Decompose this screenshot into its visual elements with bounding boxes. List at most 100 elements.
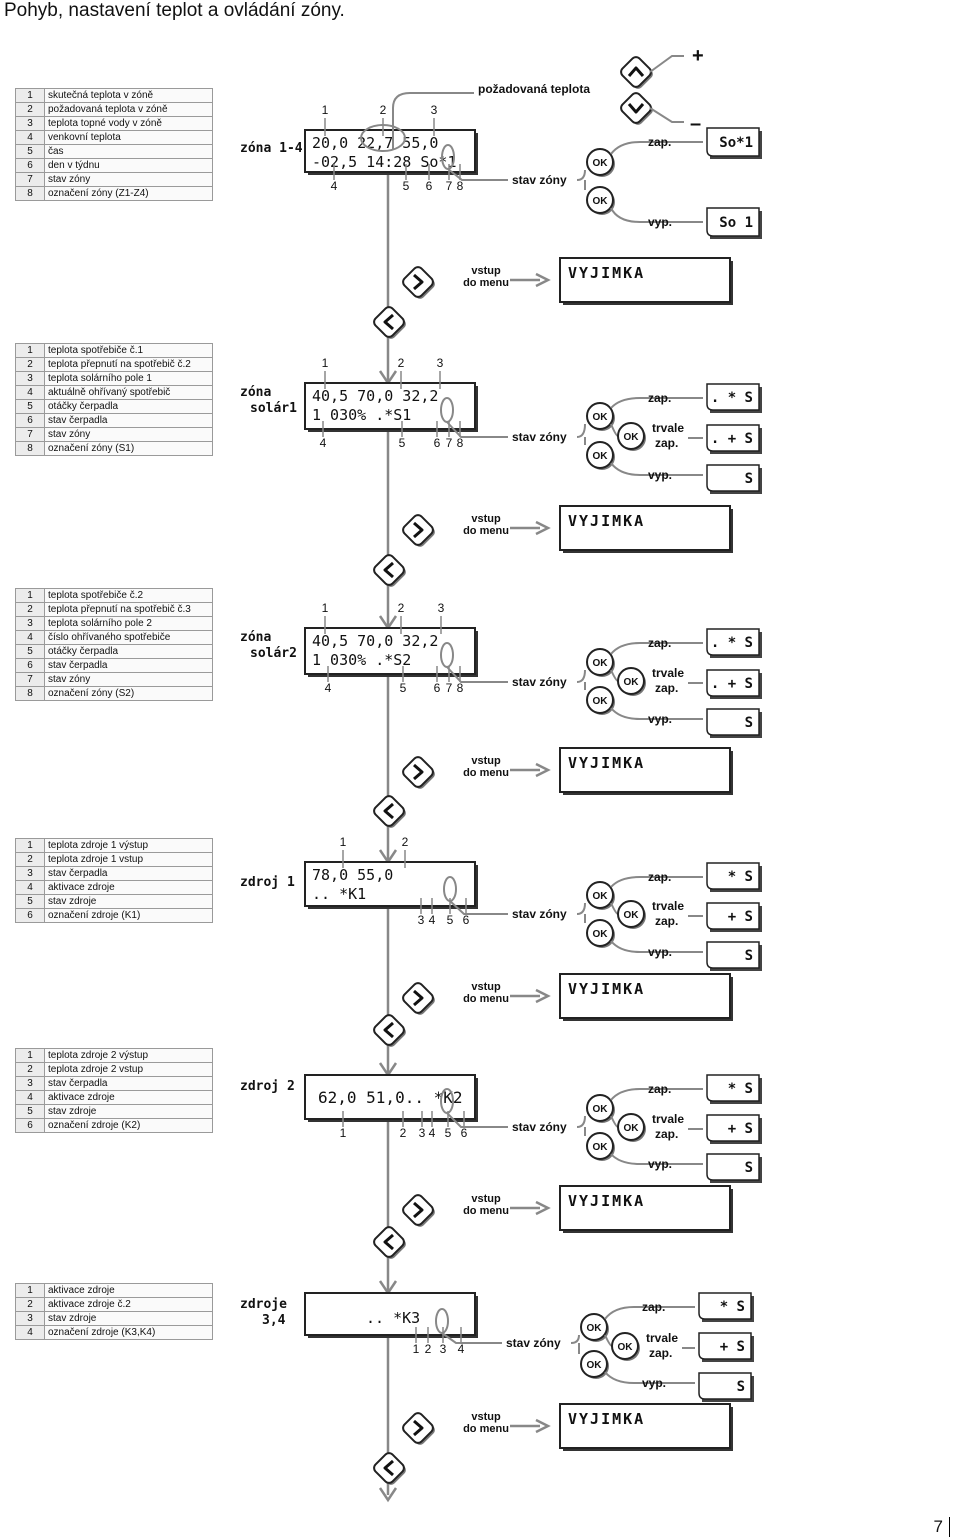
legend-text: aktivace zdroje xyxy=(44,880,213,895)
ok-button-label: OK xyxy=(593,451,609,462)
legend-number: 5 xyxy=(15,644,45,659)
legend-number: 2 xyxy=(15,102,45,117)
legend-text: stav čerpadla xyxy=(44,1076,213,1091)
legend-number: 7 xyxy=(15,672,45,687)
zone-state-label: stav zóny xyxy=(512,430,567,444)
ok-button-label: OK xyxy=(624,432,640,443)
ok-button-label: OK xyxy=(593,929,609,940)
ok-button-face xyxy=(617,1113,645,1141)
status-link-line xyxy=(446,666,508,683)
ok-button-label: OK xyxy=(593,158,609,169)
ok-button[interactable]: OK xyxy=(586,186,615,215)
ok-button[interactable]: OK xyxy=(586,686,615,715)
status-link-line xyxy=(441,1332,502,1344)
legend-number: 4 xyxy=(15,385,45,400)
state-box-label: . + S xyxy=(711,431,753,447)
state-box-face xyxy=(706,902,760,930)
state-perm-box: . + S xyxy=(706,669,762,699)
menu-arrow-head xyxy=(535,1200,551,1216)
legend-number: 2 xyxy=(15,852,45,867)
ok-button[interactable]: OK xyxy=(617,667,646,696)
menu-enter-button-4[interactable] xyxy=(401,1193,437,1229)
exception-display xyxy=(559,1185,731,1231)
ok-button-face xyxy=(586,919,614,947)
legend-text: aktivace zdroje xyxy=(44,1283,213,1298)
zone-label: zóna xyxy=(240,630,271,645)
exception-display xyxy=(559,505,731,551)
back-button[interactable] xyxy=(372,794,408,830)
callout-number: 3 xyxy=(437,356,444,370)
back-button[interactable] xyxy=(372,1225,408,1261)
nav-button-face xyxy=(402,266,434,298)
ok-button-face xyxy=(586,1094,614,1122)
chevron-left-icon xyxy=(383,1021,394,1039)
required-temp-label: požadovaná teplota xyxy=(478,82,590,96)
legend-number: 1 xyxy=(15,88,45,103)
page-number: 7 xyxy=(934,1517,950,1537)
ok-button[interactable]: OK xyxy=(586,648,615,677)
ok-button[interactable]: OK xyxy=(586,402,615,431)
back-button[interactable] xyxy=(372,305,408,341)
chevron-right-icon xyxy=(413,989,424,1007)
on-label: zap. xyxy=(642,1300,665,1314)
menu-enter-button-5[interactable] xyxy=(401,1411,437,1447)
legend-text: čas xyxy=(44,144,213,159)
chevron-right-icon xyxy=(413,1419,424,1437)
ok-button[interactable]: OK xyxy=(617,1113,646,1142)
state-box-face xyxy=(706,862,760,890)
callout-number: 1 xyxy=(322,601,329,615)
ok-button-label: OK xyxy=(587,1323,603,1334)
menu-enter-button-2[interactable] xyxy=(401,755,437,791)
nav-button-face xyxy=(402,982,434,1014)
back-button[interactable] xyxy=(372,1013,408,1049)
state-box-face xyxy=(706,1074,760,1102)
ok-button[interactable]: OK xyxy=(586,1094,615,1123)
legend-number: 1 xyxy=(15,1283,45,1298)
minus-line xyxy=(649,107,684,123)
legend-number: 4 xyxy=(15,1325,45,1340)
ok-button[interactable]: OK xyxy=(586,1132,615,1161)
ok-button[interactable]: OK xyxy=(617,900,646,929)
to-on-line xyxy=(610,141,703,155)
ok-button[interactable]: OK xyxy=(580,1350,609,1379)
back-button[interactable] xyxy=(372,553,408,589)
exception-display xyxy=(559,1403,731,1449)
back-button[interactable] xyxy=(372,1451,408,1487)
menu-enter-label-1: vstup xyxy=(471,1411,501,1423)
callout-number: 3 xyxy=(418,913,425,927)
legend-text: otáčky čerpadla xyxy=(44,399,213,414)
increase-temp-button[interactable] xyxy=(619,55,655,91)
legend-text: den v týdnu xyxy=(44,158,213,173)
ok-button[interactable]: OK xyxy=(586,148,615,177)
menu-enter-button-0[interactable] xyxy=(401,265,437,301)
state-box-label: S xyxy=(745,471,753,487)
ok-button[interactable]: OK xyxy=(586,441,615,470)
legend-text: aktivace zdroje č.2 xyxy=(44,1297,213,1312)
legend-text: teplota zdroje 2 výstup xyxy=(44,1048,213,1063)
nav-button-face xyxy=(402,756,434,788)
decrease-temp-button[interactable] xyxy=(619,91,655,127)
legend-number: 1 xyxy=(15,588,45,603)
legend-text: teplota přepnutí na spotřebič č.2 xyxy=(44,357,213,372)
legend-text: teplota zdroje 2 vstup xyxy=(44,1062,213,1077)
ok-button[interactable]: OK xyxy=(580,1313,609,1342)
callout-number: 6 xyxy=(461,1126,468,1140)
ok-button[interactable]: OK xyxy=(586,881,615,910)
menu-enter-button-3[interactable] xyxy=(401,981,437,1017)
menu-enter-button-1[interactable] xyxy=(401,513,437,549)
state-perm-box: + S xyxy=(698,1332,754,1362)
to-on-line xyxy=(610,642,703,655)
ok-button[interactable]: OK xyxy=(611,1332,640,1361)
nav-button-face xyxy=(373,306,405,338)
to-perm-line xyxy=(610,669,619,682)
callout-number: 6 xyxy=(426,179,433,193)
legend-number: 1 xyxy=(15,838,45,853)
legend-number: 6 xyxy=(15,908,45,923)
ok-button[interactable]: OK xyxy=(617,422,646,451)
ok-button[interactable]: OK xyxy=(586,919,615,948)
